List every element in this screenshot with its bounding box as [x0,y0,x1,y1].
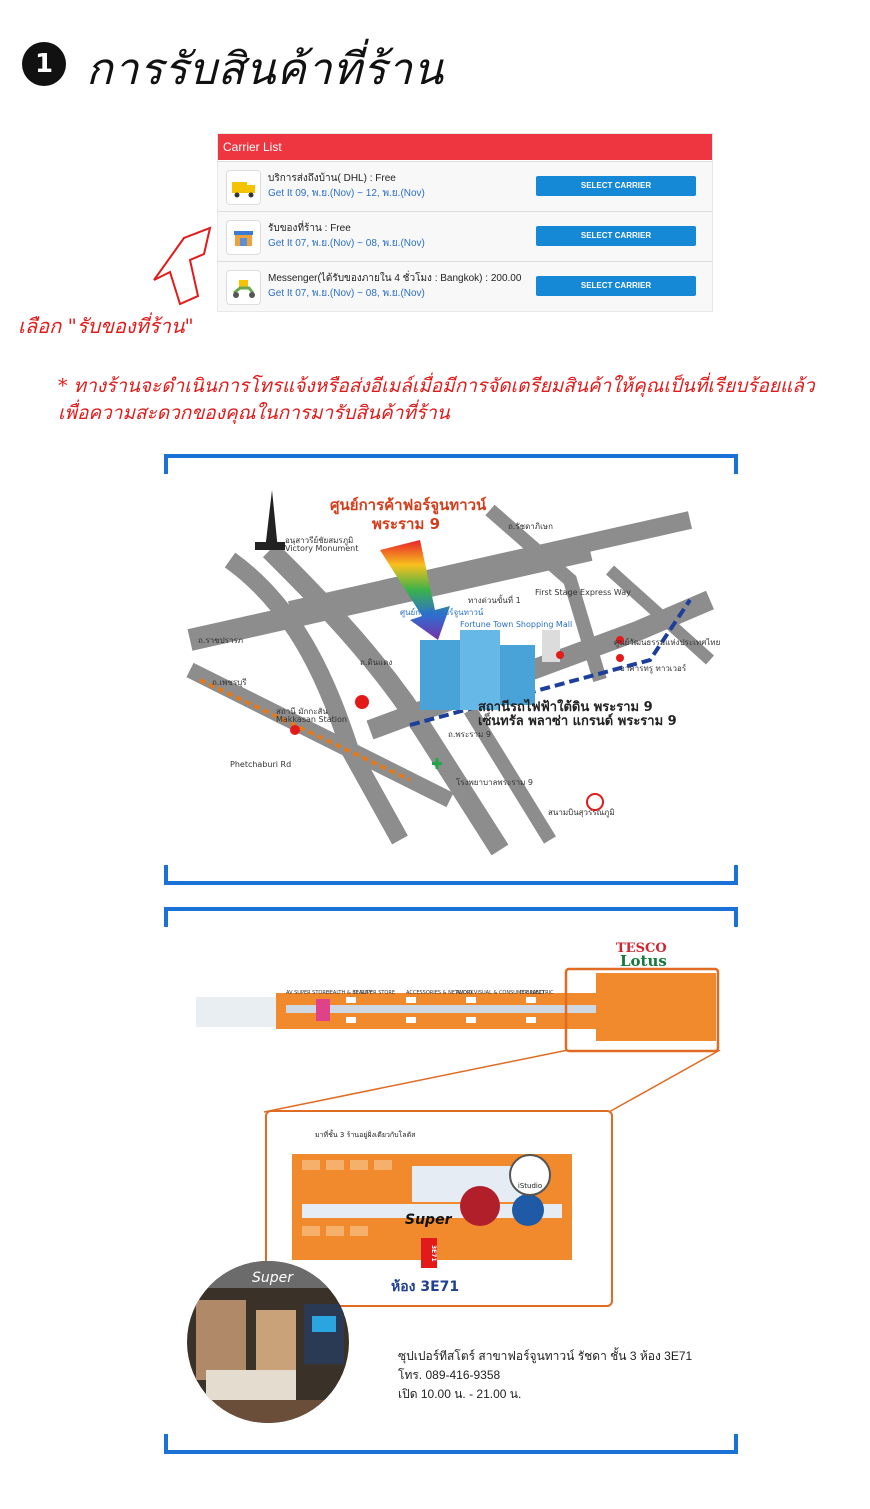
airport-label: สนามบินสุวรรณภูมิ [548,808,615,817]
makkasan-en-label: Makkasan Station [276,715,347,724]
road-label: ถ.รัชดาภิเษก [508,522,553,531]
store-front-icon [226,220,261,255]
pickup-note-line: เพื่อความสะดวกของคุณในการมารับสินค้าที่ร… [58,402,450,424]
carrier-row-dhl: บริการส่งถึงบ้าน( DHL) : Free Get It 09,… [218,161,712,211]
super-logo: Super [405,1212,452,1228]
select-carrier-button[interactable]: SELECT CARRIER [536,276,696,296]
carrier-date: Get It 09, พ.ย.(Nov) ~ 12, พ.ย.(Nov) [268,188,425,199]
pickup-note: * ทางร้านจะดำเนินการโทรแจ้งหรือส่งอีเมล์… [58,373,858,427]
location-map [186,490,715,856]
expressway-en-label: First Stage Express Way [535,588,631,597]
carrier-date: Get It 07, พ.ย.(Nov) ~ 08, พ.ย.(Nov) [268,288,425,299]
carrier-name: รับของที่ร้าน : Free [268,223,351,234]
mall-name-label: ศูนย์การค้าฟอร์จูนทาวน์ [400,608,484,617]
pointer-arrow-icon [153,226,212,306]
road-label: ถ.พระราม 9 [448,730,491,739]
tesco-logo: TESCO [616,941,667,956]
victory-monument-en-label: Victory Monument [285,544,359,553]
expressway-label: ทางด่วนขั้นที่ 1 [468,596,521,605]
road-label: ถ.ดินแดง [360,658,393,667]
carrier-name: Messenger(ได้รับของภายใน 4 ชั่วโมง : Ban… [268,273,522,284]
frame-bottom-bracket [164,1434,738,1454]
hospital-label: โรงพยาบาลพระราม 9 [456,778,533,787]
floor-plan-overview [196,967,720,1053]
carrier-row-store-pickup: รับของที่ร้าน : Free Get It 07, พ.ย.(Nov… [218,211,712,261]
road-label: ถ.เพชรบุรี [212,678,247,687]
frame-top-bracket [164,907,738,927]
scooter-icon [226,270,261,305]
mrt-station-label: สถานีรถไฟฟ้าใต้ดิน พระราม 9 [478,700,653,715]
carrier-row-messenger: Messenger(ได้รับของภายใน 4 ชั่วโมง : Ban… [218,261,712,311]
store-photo: Super [187,1261,349,1423]
zone-label: AV SUPER STORE [286,990,329,996]
frame-bottom-bracket [164,865,738,885]
shop-address: ซุปเปอร์ทีสโตร์ สาขาฟอร์จูนทาวน์ รัชดา ช… [398,1349,693,1363]
room-tag: 3E71 [421,1238,437,1268]
map-title-line2: พระราม 9 [372,515,441,533]
zone-label: AUDIO VISUAL & CONSUMER ELECTRIC [456,990,554,996]
store-sign: Super [252,1270,294,1286]
page-title: การรับสินค้าที่ร้าน [86,44,445,95]
select-carrier-button[interactable]: SELECT CARRIER [536,176,696,196]
road-label-en: Phetchaburi Rd [230,760,292,769]
choose-option-label: เลือก "รับของที่ร้าน" [18,314,194,338]
zone-label: IT SUPER STORE [354,990,395,996]
carrier-list-title: Carrier List [218,134,712,160]
central-plaza-label: เซ็นทรัล พลาซ่า แกรนด์ พระราม 9 [478,714,677,729]
map-title-line1: ศูนย์การค้าฟอร์จูนทาวน์ [330,496,487,514]
select-carrier-button[interactable]: SELECT CARRIER [536,226,696,246]
zoom-caption: มาที่ชั้น 3 ร้านอยู่ฝั่งเดียวกับโลตัส [315,1131,416,1139]
road-label: ถ.ราชปรารภ [198,636,244,645]
zoom-connector-lines [264,1050,721,1113]
step-number-badge: 1 [22,42,66,86]
makkasan-label: สถานี มักกะสัน [276,707,328,716]
true-tower-label: อาคารทรู ทาวเวอร์ [620,664,687,673]
zone-label: HEALTH & BEAUTY [326,990,373,996]
carrier-name: บริการส่งถึงบ้าน( DHL) : Free [268,173,396,184]
delivery-truck-icon [226,170,261,205]
room-label: ห้อง 3E71 [391,1279,460,1295]
mall-name-en-label: Fortune Town Shopping Mall [460,620,573,629]
carrier-date: Get It 07, พ.ย.(Nov) ~ 08, พ.ย.(Nov) [268,238,425,249]
shop-info: ซุปเปอร์ทีสโตร์ สาขาฟอร์จูนทาวน์ รัชดา ช… [398,1347,692,1404]
frame-top-bracket [164,454,738,474]
shop-hours: เปิด 10.00 น. - 21.00 น. [398,1387,522,1401]
cultural-center-label: ศูนย์วัฒนธรรมแห่งประเทศไทย [614,638,721,647]
pickup-note-line: * ทางร้านจะดำเนินการโทรแจ้งหรือส่งอีเมล์… [58,375,815,397]
zone-label: IT BRAND [520,990,544,996]
carrier-list-panel: Carrier List บริการส่งถึงบ้าน( DHL) : Fr… [217,133,713,312]
shop-phone: โทร. 089-416-9358 [398,1368,501,1382]
zoomed-floor-panel: มาที่ชั้น 3 ร้านอยู่ฝั่งเดียวกับโลตัส iS… [265,1110,613,1307]
istudio-logo: iStudio [509,1154,551,1196]
zone-label: ACCESSORIES & NETWORK [406,990,474,996]
victory-monument-label: อนุสาวรีย์ชัยสมรภูมิ [285,536,354,545]
lotus-logo: Lotus [620,952,667,970]
